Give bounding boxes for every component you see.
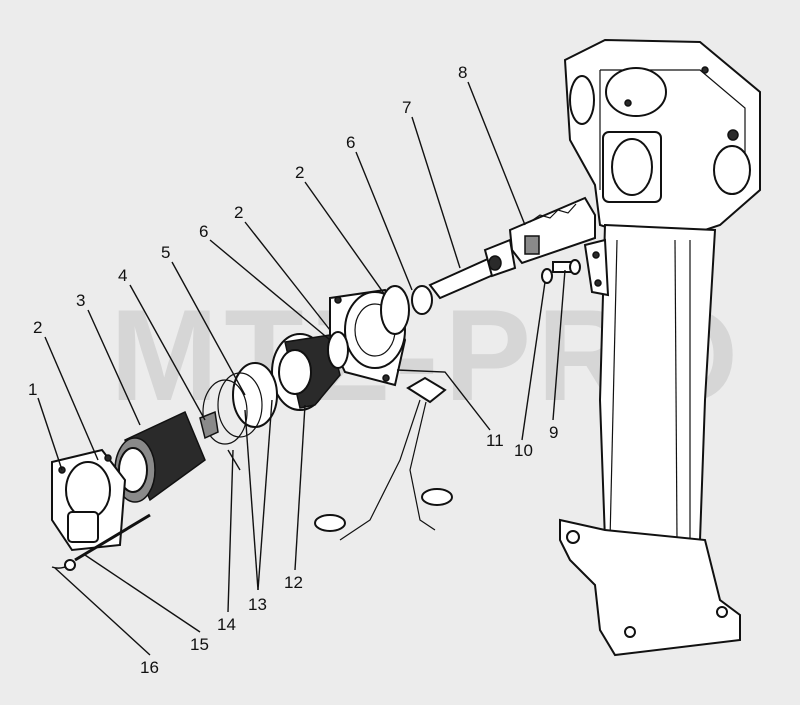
part-14-pin <box>227 449 241 471</box>
callout-15: 15 <box>190 635 209 654</box>
leader-lines <box>37 81 566 656</box>
part-6-nut-lower <box>327 331 349 369</box>
callout-2b: 2 <box>234 203 243 222</box>
callout-3: 3 <box>76 291 85 310</box>
callout-4: 4 <box>118 266 127 285</box>
callout-7: 7 <box>402 98 411 117</box>
callout-11: 11 <box>486 431 504 450</box>
callout-5: 5 <box>161 243 170 262</box>
callout-8: 8 <box>458 63 467 82</box>
callout-1: 1 <box>28 380 37 399</box>
part-10-washer <box>541 268 553 284</box>
callout-13: 13 <box>248 595 267 614</box>
part-15-bolt <box>74 513 151 562</box>
part-12-piston <box>271 333 341 411</box>
part-8-rack <box>508 196 596 265</box>
callout-6b: 6 <box>346 133 355 152</box>
callout-numbers: 1 2 3 4 5 6 2 2 6 7 8 9 10 11 12 13 14 1… <box>28 63 558 677</box>
part-6-nut-upper <box>411 285 433 315</box>
callout-6: 6 <box>199 222 208 241</box>
callout-2c: 2 <box>295 163 304 182</box>
steering-column-housing <box>559 38 761 657</box>
callout-16: 16 <box>140 658 159 677</box>
callout-10: 10 <box>514 441 533 460</box>
part-7-rod <box>428 238 517 300</box>
part-3-cylinder <box>114 410 206 503</box>
part-13-piston-rings <box>202 362 278 445</box>
callout-9: 9 <box>549 423 558 442</box>
part-11-oil-pipes <box>314 376 453 541</box>
part-9-bolt <box>552 259 581 275</box>
callout-14: 14 <box>217 615 236 634</box>
part-2-gasket-upper <box>380 285 410 335</box>
callout-2: 2 <box>33 318 42 337</box>
callout-12: 12 <box>284 573 303 592</box>
part-1-end-cover <box>51 448 127 552</box>
